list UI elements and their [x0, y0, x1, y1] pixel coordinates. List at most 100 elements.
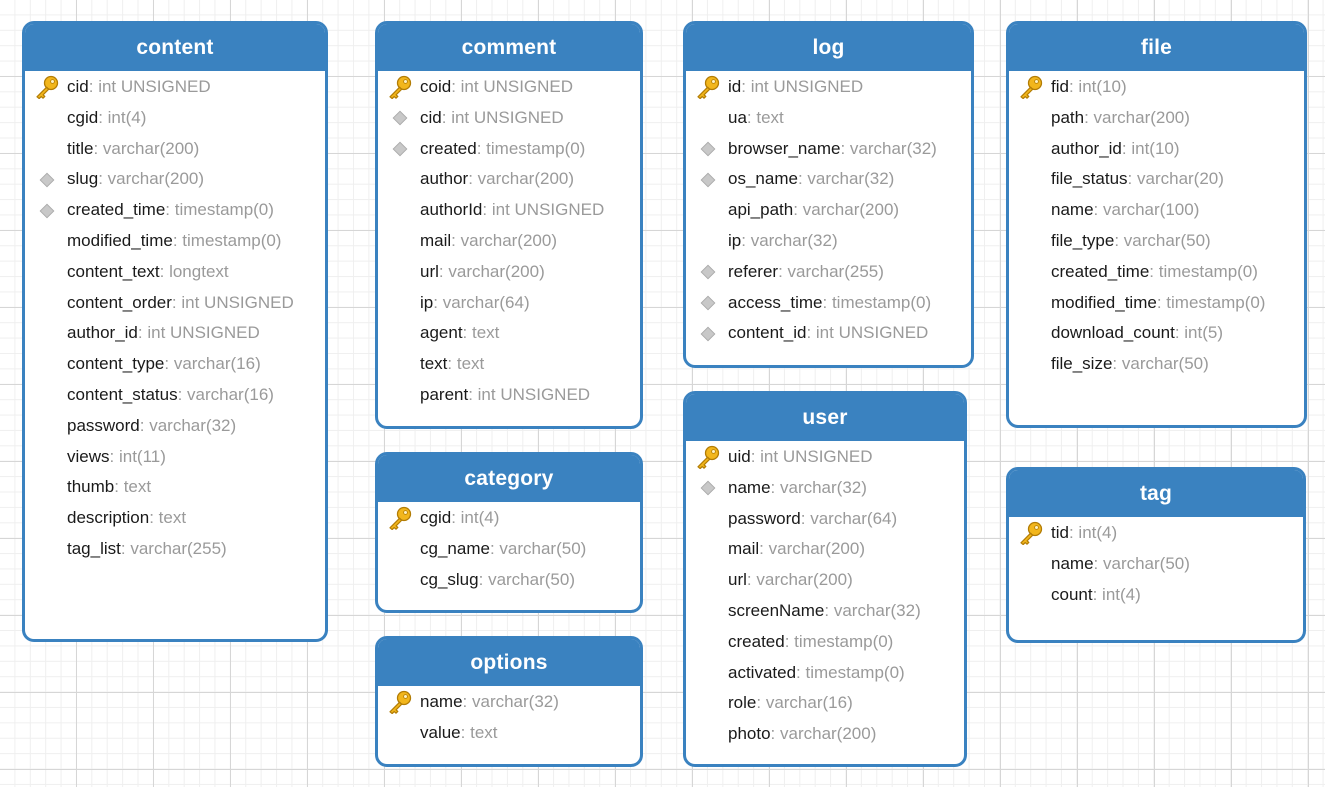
field-row[interactable]: ua: text	[686, 103, 971, 134]
field-row[interactable]: screenName: varchar(32)	[686, 596, 964, 627]
field-separator: :	[88, 77, 99, 96]
field-row[interactable]: created_time: timestamp(0)	[25, 195, 325, 226]
field-row[interactable]: role: varchar(16)	[686, 688, 964, 719]
field-row[interactable]: description: text	[25, 503, 325, 534]
field-row[interactable]: tid: int(4)	[1009, 518, 1303, 549]
field-row[interactable]: agent: text	[378, 318, 640, 349]
field-row[interactable]: content_text: longtext	[25, 257, 325, 288]
field-row[interactable]: content_order: int UNSIGNED	[25, 288, 325, 319]
field-row[interactable]: cg_slug: varchar(50)	[378, 565, 640, 596]
field-type: varchar(200)	[1093, 107, 1190, 127]
field-row[interactable]: author: varchar(200)	[378, 164, 640, 195]
field-row[interactable]: referer: varchar(255)	[686, 257, 971, 288]
field-row[interactable]: tag_list: varchar(255)	[25, 534, 325, 565]
field-row[interactable]: file_status: varchar(20)	[1009, 164, 1304, 195]
field-separator: :	[98, 169, 108, 189]
field-row[interactable]: content_id: int UNSIGNED	[686, 318, 971, 349]
field-row[interactable]: password: varchar(64)	[686, 504, 964, 535]
field-row[interactable]: content_status: varchar(16)	[25, 380, 325, 411]
field-row[interactable]: mail: varchar(200)	[378, 226, 640, 257]
field-name: count	[1051, 584, 1093, 604]
field-row[interactable]: cid: int UNSIGNED	[378, 103, 640, 134]
field-row[interactable]: modified_time: timestamp(0)	[1009, 288, 1304, 319]
field-row[interactable]: authorId: int UNSIGNED	[378, 195, 640, 226]
primary-key-icon	[1017, 518, 1045, 549]
field-name: file_status	[1051, 169, 1128, 189]
field-row[interactable]: name: varchar(50)	[1009, 549, 1303, 580]
field-row[interactable]: os_name: varchar(32)	[686, 164, 971, 195]
field-type: text	[756, 107, 784, 127]
index-diamond-icon	[694, 164, 722, 195]
field-separator: :	[1174, 323, 1185, 343]
field-row[interactable]: uid: int UNSIGNED	[686, 442, 964, 473]
field-row[interactable]: cgid: int(4)	[25, 103, 325, 134]
field-row[interactable]: path: varchar(200)	[1009, 103, 1304, 134]
index-diamond-icon	[694, 288, 722, 319]
field-row[interactable]: created: timestamp(0)	[378, 134, 640, 165]
field-name: text	[420, 354, 448, 374]
field-row[interactable]: count: int(4)	[1009, 580, 1303, 611]
field-row[interactable]: access_time: timestamp(0)	[686, 288, 971, 319]
entity-file[interactable]: file fid: int(10)path: varchar(200)autho…	[1006, 21, 1307, 428]
field-row[interactable]: author_id: int UNSIGNED	[25, 318, 325, 349]
field-row[interactable]: photo: varchar(200)	[686, 719, 964, 750]
field-row[interactable]: cid: int UNSIGNED	[25, 72, 325, 103]
field-row[interactable]: title: varchar(200)	[25, 134, 325, 165]
field-row[interactable]: views: int(11)	[25, 442, 325, 473]
field-name: content_type	[67, 354, 165, 374]
field-row[interactable]: api_path: varchar(200)	[686, 195, 971, 226]
field-separator: :	[451, 77, 461, 96]
field-type: varchar(16)	[765, 693, 853, 713]
field-name: referer	[728, 261, 779, 281]
field-row[interactable]: mail: varchar(200)	[686, 534, 964, 565]
field-row[interactable]: text: text	[378, 349, 640, 380]
field-row[interactable]: created: timestamp(0)	[686, 627, 964, 658]
field-row[interactable]: name: varchar(32)	[378, 687, 640, 718]
field-row[interactable]: file_type: varchar(50)	[1009, 226, 1304, 257]
field-name: path	[1051, 107, 1085, 127]
field-row[interactable]: name: varchar(100)	[1009, 195, 1304, 226]
field-row[interactable]: slug: varchar(200)	[25, 164, 325, 195]
field-row[interactable]: modified_time: timestamp(0)	[25, 226, 325, 257]
field-row[interactable]: thumb: text	[25, 472, 325, 503]
field-row[interactable]: browser_name: varchar(32)	[686, 134, 971, 165]
field-type: varchar(200)	[102, 138, 200, 158]
field-row[interactable]: fid: int(10)	[1009, 72, 1304, 103]
field-row[interactable]: name: varchar(32)	[686, 473, 964, 504]
entity-tag[interactable]: tag tid: int(4)name: varchar(50)count: i…	[1006, 467, 1306, 643]
entity-options[interactable]: options name: varchar(32)value: text	[375, 636, 643, 767]
field-row[interactable]: ip: varchar(32)	[686, 226, 971, 257]
field-row[interactable]: author_id: int(10)	[1009, 134, 1304, 165]
field-name: cid	[420, 107, 442, 127]
field-row[interactable]: id: int UNSIGNED	[686, 72, 971, 103]
field-row[interactable]: coid: int UNSIGNED	[378, 72, 640, 103]
field-separator: :	[778, 261, 788, 281]
field-row[interactable]: file_size: varchar(50)	[1009, 349, 1304, 380]
field-separator: :	[177, 384, 188, 404]
field-row[interactable]: activated: timestamp(0)	[686, 658, 964, 689]
field-separator: :	[171, 292, 182, 312]
field-row[interactable]: password: varchar(32)	[25, 411, 325, 442]
field-separator: :	[759, 539, 769, 559]
field-separator: :	[1127, 169, 1137, 189]
field-row[interactable]: url: varchar(200)	[686, 565, 964, 596]
field-row[interactable]: value: text	[378, 718, 640, 749]
field-row[interactable]: download_count: int(5)	[1009, 318, 1304, 349]
field-separator: :	[770, 477, 780, 497]
field-separator: :	[1092, 584, 1103, 604]
field-row[interactable]: created_time: timestamp(0)	[1009, 257, 1304, 288]
field-separator: :	[109, 446, 119, 466]
field-row[interactable]: ip: varchar(64)	[378, 288, 640, 319]
field-row[interactable]: cg_name: varchar(50)	[378, 534, 640, 565]
field-type: text	[158, 508, 187, 528]
field-row[interactable]: content_type: varchar(16)	[25, 349, 325, 380]
entity-category[interactable]: category cgid: int(4)cg_name: varchar(50…	[375, 452, 643, 613]
field-row[interactable]: parent: int UNSIGNED	[378, 380, 640, 411]
field-row[interactable]: cgid: int(4)	[378, 503, 640, 534]
field-row[interactable]: url: varchar(200)	[378, 257, 640, 288]
